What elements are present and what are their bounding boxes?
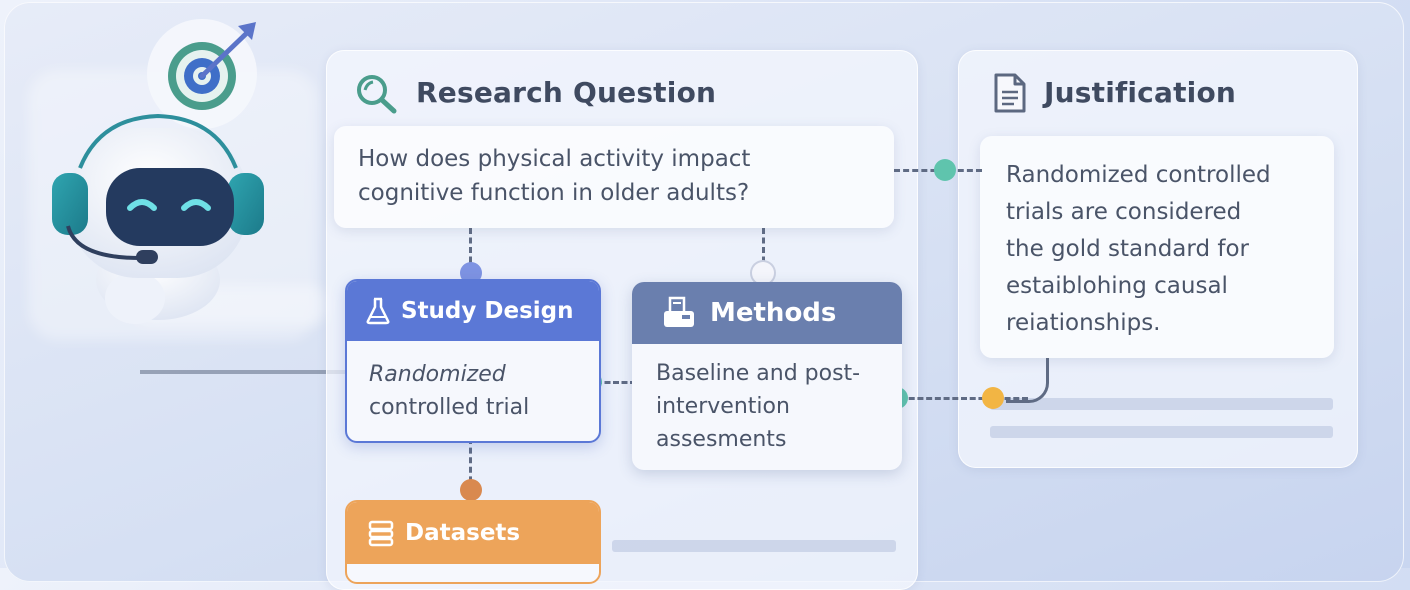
research-question-title: Research Question — [416, 76, 717, 109]
document-icon — [992, 72, 1028, 114]
justification-stripe-2 — [990, 426, 1333, 438]
magnifier-icon — [354, 72, 400, 114]
justification-title: Justification — [1044, 76, 1237, 109]
justification-line-3: the gold standard for — [1006, 236, 1249, 262]
flask-icon — [366, 297, 390, 325]
justification-elbow-connector — [1006, 358, 1049, 403]
study-design-line-2: controlled trial — [369, 395, 530, 420]
connector-dot-yellow — [982, 387, 1004, 409]
datasets-node[interactable]: Datasets — [345, 500, 601, 584]
justification-stripe-1 — [990, 398, 1333, 410]
justification-card — [980, 136, 1334, 358]
methods-line-2: intervention — [656, 394, 790, 419]
connector-dot-blue — [460, 262, 482, 284]
study-design-line-1: Randomized — [369, 362, 506, 387]
question-to-design-connector — [469, 228, 472, 272]
justification-line-5: reiationships. — [1006, 310, 1161, 336]
study-design-node[interactable]: Study Design Randomized controlled trial — [345, 279, 601, 443]
design-to-methods-connector — [596, 381, 636, 384]
question-to-methods-connector — [762, 228, 765, 272]
justification-line-4: estaiblohing causal — [1006, 273, 1228, 299]
robot-connector — [140, 370, 350, 374]
connector-dot-teal-top — [934, 159, 956, 181]
printer-icon — [664, 296, 694, 327]
methods-title: Methods — [710, 298, 837, 328]
datasets-header: Datasets — [347, 502, 599, 564]
study-design-title: Study Design — [401, 298, 574, 324]
methods-node[interactable]: Methods Baseline and post- intervention … — [632, 282, 902, 470]
design-to-datasets-connector — [469, 438, 472, 492]
datasets-title: Datasets — [405, 520, 521, 546]
research-question-card — [334, 126, 894, 228]
robot-icon — [52, 19, 264, 324]
connector-dot-white — [752, 262, 774, 284]
research-panel-stripe-1 — [612, 540, 896, 552]
methods-line-1: Baseline and post- — [656, 361, 861, 386]
research-question-text-line1: How does physical activity impact — [358, 146, 751, 172]
connector-dot-orange — [460, 479, 482, 501]
research-question-text-line2: cognitive function in older adults? — [358, 180, 750, 206]
methods-header: Methods — [632, 282, 902, 344]
study-design-header: Study Design — [347, 281, 599, 341]
methods-to-justification-connector — [900, 397, 1028, 400]
methods-line-3: assesments — [656, 427, 787, 452]
target-icon — [168, 22, 256, 110]
robot-assistant — [40, 18, 300, 338]
justification-line-2: trials are considered — [1006, 199, 1242, 225]
justification-line-1: Randomized controlled — [1006, 162, 1271, 188]
database-icon — [368, 520, 394, 547]
